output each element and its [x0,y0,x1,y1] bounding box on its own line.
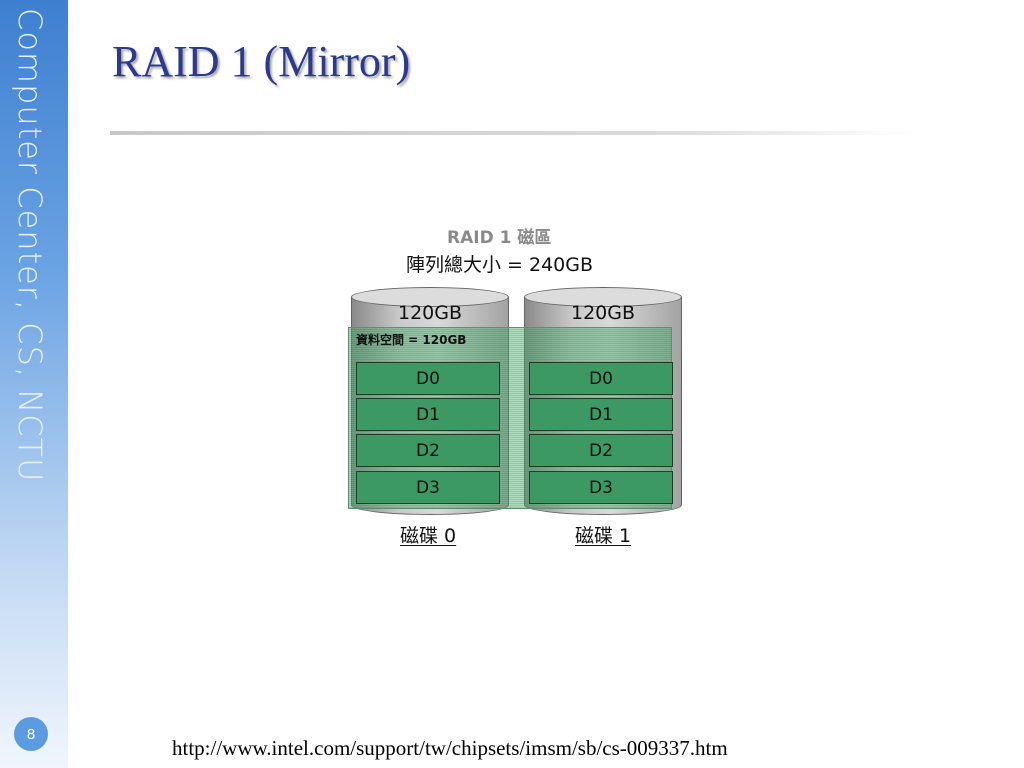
diagram-title: RAID 1 磁區 [447,228,552,248]
disk-1-block: D1 [529,398,673,431]
disk-1-block: D3 [529,471,673,504]
disk-1-label: 磁碟 1 [575,525,632,547]
array-size-label: 陣列總大小 = 240GB [406,254,594,276]
slide-title: RAID 1 (Mirror) [112,37,411,86]
page-number-badge: 8 [14,717,48,751]
source-url: http://www.intel.com/support/tw/chipsets… [172,736,728,760]
sidebar-band: Computer Center, CS, NCTU [0,0,68,768]
disk-0-block: D1 [356,398,500,431]
disk-1-block: D2 [529,434,673,467]
disk-1-block: D0 [529,362,673,395]
disk-0-label: 磁碟 0 [400,525,457,547]
data-space-label: 資料空間 = 120GB [356,333,467,347]
raid1-diagram: RAID 1 磁區 陣列總大小 = 240GB 120GB 120GB 資料空間… [340,215,690,555]
disk-top [351,287,509,307]
disk-0-block: D0 [356,362,500,395]
disk-1-capacity: 120GB [570,302,636,324]
disk-0-capacity: 120GB [397,302,463,324]
title-divider [110,131,915,135]
sidebar-title: Computer Center, CS, NCTU [11,8,49,483]
disk-0-block: D3 [356,471,500,504]
disk-top [524,287,682,307]
disk-0-block: D2 [356,434,500,467]
